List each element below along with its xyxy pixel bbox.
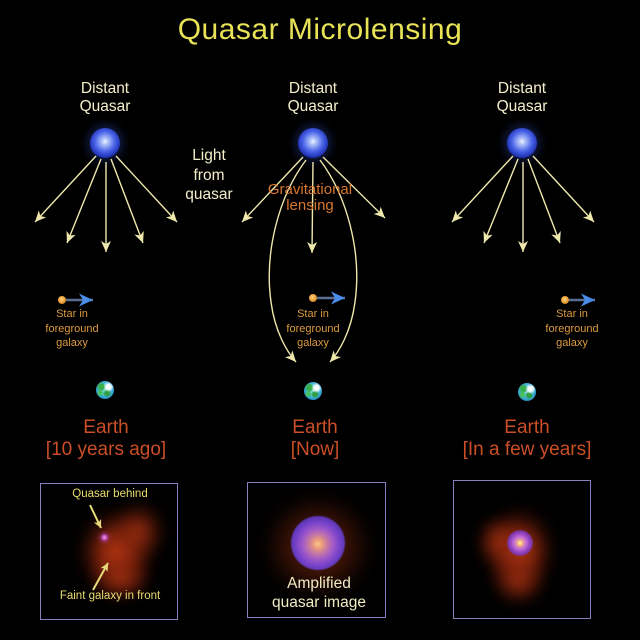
- light-ray-arrow: [451, 155, 514, 223]
- label-line: Distant: [497, 80, 547, 97]
- light-ray-arrow: [110, 158, 144, 244]
- label-line: quasar: [185, 186, 233, 203]
- light-ray-arrow: [34, 155, 97, 223]
- light-ray-arrow: [527, 158, 561, 244]
- label-line: Amplified: [287, 575, 351, 592]
- earth-name: Earth: [83, 417, 129, 438]
- label-line: quasar image: [272, 594, 366, 611]
- label-line: Light: [192, 147, 226, 164]
- quasar-sphere-icon: [298, 128, 328, 158]
- label-line: Quasar: [496, 98, 548, 115]
- label-line: foreground: [545, 322, 599, 335]
- sky-image-panel-future: [453, 480, 591, 619]
- light-from-quasar-label: Light from quasar: [185, 146, 232, 205]
- quasar-sphere-icon: [507, 128, 537, 158]
- background-quasar-dot-icon: [101, 534, 108, 541]
- earth-globe-icon: [304, 382, 322, 400]
- light-ray-arrow: [322, 156, 386, 219]
- distant-quasar-label-now: Distant Quasar: [288, 80, 339, 116]
- earth-time: [10 years ago]: [45, 439, 167, 460]
- label-line: foreground: [45, 322, 99, 335]
- label-line: galaxy: [297, 337, 329, 349]
- faint-galaxy-blob: [111, 501, 166, 561]
- label-line: Gravitational: [267, 181, 353, 198]
- label-line: Distant: [80, 80, 130, 97]
- label-line: Quasar: [79, 98, 131, 115]
- earth-label-past: Earth [10 years ago]: [46, 417, 166, 461]
- distant-quasar-label-future: Distant Quasar: [497, 80, 548, 116]
- light-ray-arrow: [115, 155, 178, 223]
- foreground-star-icon: [58, 296, 66, 304]
- amplified-quasar-icon: [291, 516, 345, 570]
- earth-globe-icon: [518, 383, 536, 401]
- annotation-arrow-quasar-behind: [89, 504, 102, 529]
- quasar-dot-icon: [507, 530, 533, 556]
- gravitational-lensing-label: Gravitational lensing: [268, 182, 352, 214]
- label-line: Star in: [297, 308, 329, 320]
- faint-galaxy-annotation: Faint galaxy in front: [59, 590, 161, 602]
- label-line: Distant: [288, 80, 338, 97]
- sky-image-panel-past: Quasar behind Faint galaxy in front: [40, 483, 178, 620]
- label-line: foreground: [286, 322, 340, 335]
- label-line: galaxy: [56, 337, 88, 349]
- light-ray-arrow: [241, 156, 304, 223]
- light-ray-arrow: [483, 158, 519, 244]
- label-line: Quasar: [287, 98, 339, 115]
- distant-quasar-label-past: Distant Quasar: [80, 80, 131, 116]
- star-label-now: Star in foreground galaxy: [286, 307, 339, 351]
- quasar-sphere-icon: [90, 128, 120, 158]
- label-line: Star in: [56, 308, 88, 320]
- label-line: from: [193, 166, 225, 184]
- earth-label-future: Earth [In a few years]: [463, 417, 592, 461]
- earth-globe-icon: [96, 381, 114, 399]
- lensed-light-ray-arrow: [268, 159, 307, 363]
- light-ray-arrow: [66, 158, 102, 244]
- earth-time: [In a few years]: [462, 439, 592, 460]
- foreground-star-icon: [309, 294, 317, 302]
- lensed-light-ray-arrow: [319, 159, 358, 363]
- star-label-past: Star in foreground galaxy: [45, 307, 98, 351]
- sky-image-panel-now: Amplified quasar image: [247, 482, 386, 618]
- light-ray-arrow: [532, 155, 595, 223]
- earth-name: Earth: [504, 417, 550, 438]
- earth-name: Earth: [292, 417, 338, 438]
- star-label-future: Star in foreground galaxy: [545, 307, 598, 351]
- label-line: galaxy: [556, 337, 588, 349]
- earth-time: [Now]: [290, 439, 340, 460]
- amplified-quasar-caption: Amplified quasar image: [272, 574, 366, 612]
- earth-label-now: Earth [Now]: [291, 417, 340, 461]
- foreground-star-icon: [561, 296, 569, 304]
- page-title: Quasar Microlensing: [177, 13, 463, 46]
- light-ray-arrow: [307, 161, 318, 254]
- quasar-behind-annotation: Quasar behind: [72, 488, 148, 500]
- annotation-arrow-faint-galaxy: [92, 562, 109, 591]
- label-line: lensing: [286, 197, 334, 214]
- label-line: Star in: [556, 308, 588, 320]
